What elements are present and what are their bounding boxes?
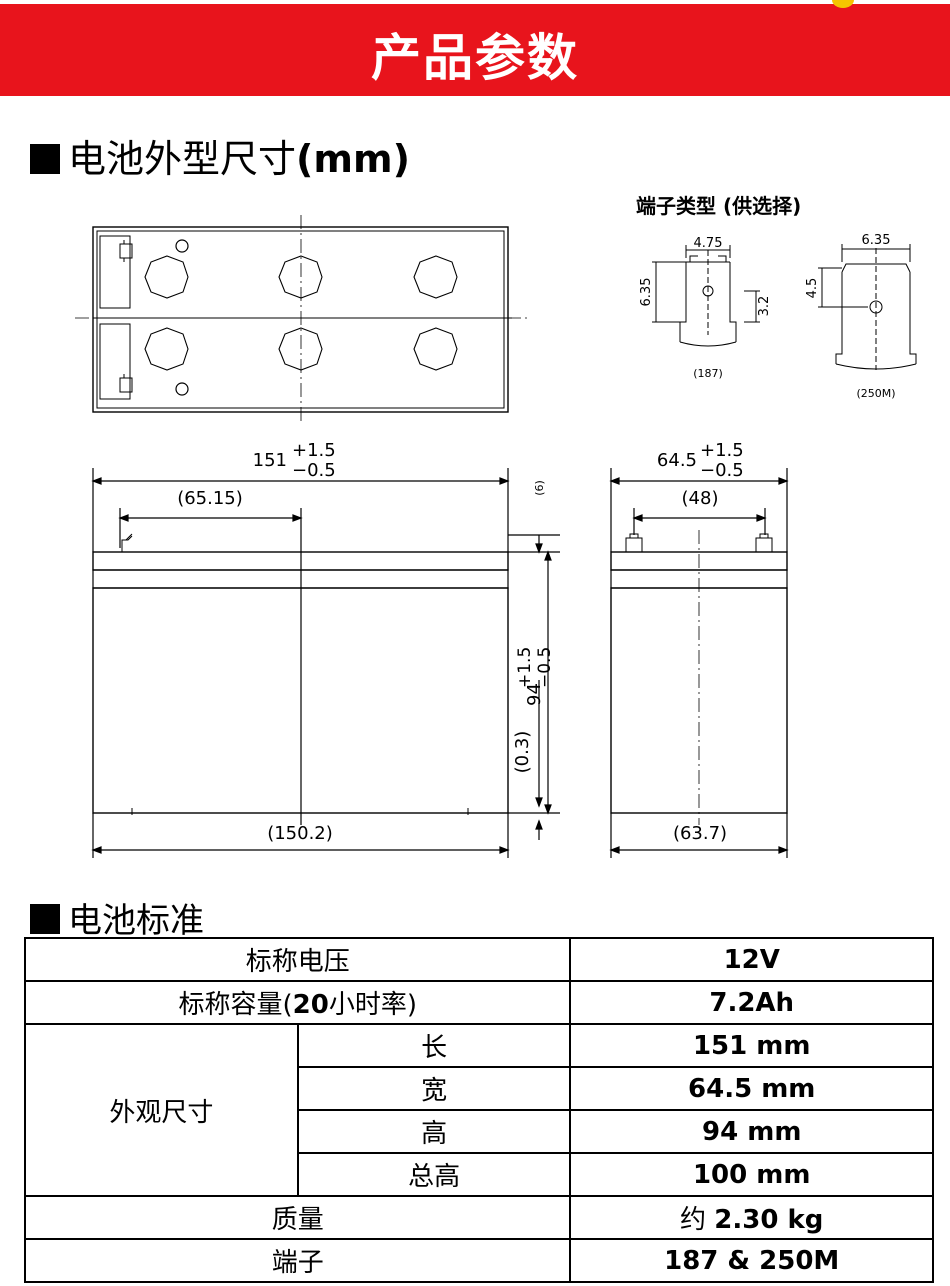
square-bullet-icon (30, 904, 60, 934)
t187-height-label: 6.35 (639, 278, 654, 307)
t250-height-label: 4.5 (805, 278, 820, 299)
t187-name: (187) (693, 367, 723, 380)
dimension-drawing: 4.75 6.35 3.2 (187) 6.35 4.5 (250M) (75, 215, 917, 858)
length-label: 长 (296, 1023, 572, 1068)
total-height-label: 总高 (296, 1152, 572, 1197)
t187-width-label: 4.75 (694, 236, 723, 251)
base-length-label: (150.2) (267, 823, 333, 844)
length-value: 151 mm (569, 1023, 934, 1068)
height-value: 94 mm (569, 1109, 934, 1154)
table-row: 端子 187 & 250M (23, 1238, 934, 1283)
front-view: 151 +1.5 −0.5 (65.15) (6) 94 +1.5 −0.5 (… (91, 440, 560, 858)
section-dimensions-title: 电池外型尺寸(mm) (30, 128, 410, 183)
base-gap-label: (0.3) (512, 731, 533, 774)
vent-icon (175, 239, 189, 253)
voltage-value: 12V (569, 937, 934, 982)
height-label: 高 (296, 1109, 572, 1154)
section-standard-title: 电池标准 (30, 893, 204, 942)
weight-value: 约 2.30 kg (569, 1195, 934, 1240)
header-banner: 产品参数 (0, 4, 950, 96)
corner-decoration (832, 0, 854, 8)
terminal-types-heading: 端子类型 (供选择) (636, 194, 802, 218)
terminal-label: 端子 (23, 1238, 572, 1283)
front-height-tol-minus: −0.5 (535, 647, 555, 688)
terminal-pitch-label: (48) (682, 488, 719, 509)
spec-table: 标称电压 12V 标称容量(20小时率) 7.2Ah 外观尺寸 长 151 mm… (23, 937, 934, 1283)
capacity-value: 7.2Ah (569, 980, 934, 1025)
table-row: 高 94 mm (25, 1109, 934, 1154)
square-bullet-icon (30, 144, 60, 174)
front-length-tol-minus: −0.5 (292, 460, 336, 481)
dimensions-label: 外观尺寸 (24, 1023, 299, 1197)
table-row: 总高 100 mm (25, 1152, 934, 1197)
lid-gap-label: (6) (533, 480, 546, 496)
front-length-tol-plus: +1.5 (292, 440, 336, 461)
table-row: 外观尺寸 长 151 mm (24, 1023, 934, 1197)
table-row: 质量 约 2.30 kg (23, 1195, 934, 1240)
table-row: 标称电压 12V (23, 937, 934, 982)
banner-title: 产品参数 (371, 29, 579, 87)
width-value: 64.5 mm (569, 1066, 934, 1111)
front-height-label: 94 (524, 683, 545, 706)
t187-hole-label: 3.2 (757, 296, 772, 317)
t250-name: (250M) (856, 387, 895, 400)
side-width-label: 64.5 (657, 450, 697, 471)
terminal-value: 187 & 250M (569, 1238, 934, 1283)
base-width-label: (63.7) (673, 823, 727, 844)
top-view (75, 215, 528, 422)
side-width-tol-plus: +1.5 (700, 440, 744, 461)
total-height-value: 100 mm (569, 1152, 934, 1197)
table-row: 宽 64.5 mm (25, 1066, 934, 1111)
width-label: 宽 (296, 1066, 572, 1111)
terminal-187-diagram: 4.75 6.35 3.2 (187) (639, 236, 772, 380)
terminal-250m-diagram: 6.35 4.5 (250M) (805, 233, 917, 400)
weight-label: 质量 (23, 1195, 572, 1240)
voltage-label: 标称电压 (23, 937, 572, 982)
front-length-label: 151 (253, 450, 287, 471)
t250-width-label: 6.35 (862, 233, 891, 248)
vent-icon (175, 382, 189, 396)
side-width-tol-minus: −0.5 (700, 460, 744, 481)
table-row: 标称容量(20小时率) 7.2Ah (23, 980, 934, 1025)
terminal-offset-label: (65.15) (177, 488, 243, 509)
front-height-tol-plus: +1.5 (515, 647, 535, 688)
capacity-label: 标称容量(20小时率) (23, 980, 572, 1025)
side-view: 64.5 +1.5 −0.5 (48) (63.7) (609, 440, 789, 858)
